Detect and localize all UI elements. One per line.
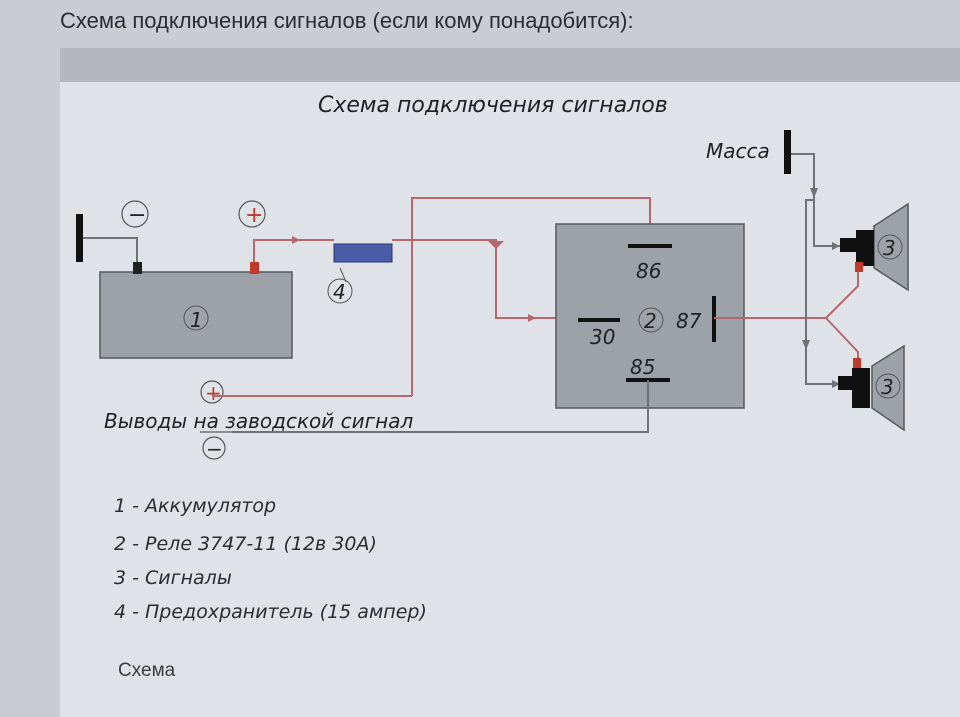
horn-top-number-circle [877,234,903,260]
horn-top-plus-terminal [855,262,863,272]
horn-top-number: 3 [883,236,896,260]
legend-item-1: 1 - Аккумулятор [114,495,276,517]
wire-arrow [488,241,504,249]
horn-bottom-ground-terminal [838,376,852,390]
horn-top-ground-terminal [840,238,856,252]
ground-label: Масса [706,139,770,163]
horn-bottom-plus-terminal [853,358,861,368]
factory-minus-circle [202,436,226,460]
factory-plus-circle [200,380,224,404]
wire-arrow [832,242,840,250]
battery-fuse-wire [253,239,334,262]
fuse-number: 4 [333,280,346,304]
battery-number: 1 [190,308,203,332]
battery-plus-label: + [245,203,263,228]
legend-item-3: 3 - Сигналы [114,567,232,589]
post-header-bar [60,48,960,82]
diagram-title: Схема подключения сигналов [318,93,668,118]
relay-pin-87-label: 87 [676,309,702,333]
battery-body [99,271,293,359]
wire-arrow [832,380,840,388]
horn-top-feed-wire [825,272,859,319]
horn-bottom-number: 3 [881,375,894,399]
horn-bottom-number-circle [875,373,901,399]
relay-pin-86-label: 86 [636,259,661,283]
ground-symbol [784,130,791,174]
relay-pin-85-label: 85 [630,355,655,379]
battery-minus-terminal [133,262,142,274]
relay-pin-30-label: 30 [590,325,615,349]
wire-arrow [810,188,818,198]
relay-number-circle [638,307,664,333]
fuse-number-circle [327,278,353,304]
battery-plus-terminal [250,262,259,274]
ground-bottom-wire [805,199,840,385]
factory-plus-wire [411,197,651,396]
image-caption: Схема [118,660,176,681]
post-header: Схема подключения сигналов (если кому по… [60,8,634,33]
horn-top-terminal-block [856,230,874,266]
legend-item-2: 2 - Реле 3747-11 (12в 30А) [114,533,377,555]
factory-minus-label: − [206,437,223,461]
fuse-relay-30-wire [392,239,556,319]
wire-arrow [528,314,536,322]
horn-bottom-terminal-block [852,368,870,408]
battery-ground-symbol [76,214,83,262]
content-area [60,82,960,717]
battery-number-circle [183,305,209,331]
battery-minus-label: − [128,203,146,228]
factory-leads-label: Выводы на заводской сигнал [104,409,413,433]
relay-number: 2 [644,309,657,333]
plus-circle [238,200,266,228]
ground-top-wire [791,153,840,247]
wire-arrow [802,340,810,350]
battery-ground-wire [82,237,138,262]
fuse [333,243,393,263]
horn-bottom [871,344,905,432]
wire-arrow [292,236,300,244]
legend-item-4: 4 - Предохранитель (15 ампер) [114,601,427,623]
minus-circle [121,200,149,228]
factory-plus-label: + [205,381,222,405]
